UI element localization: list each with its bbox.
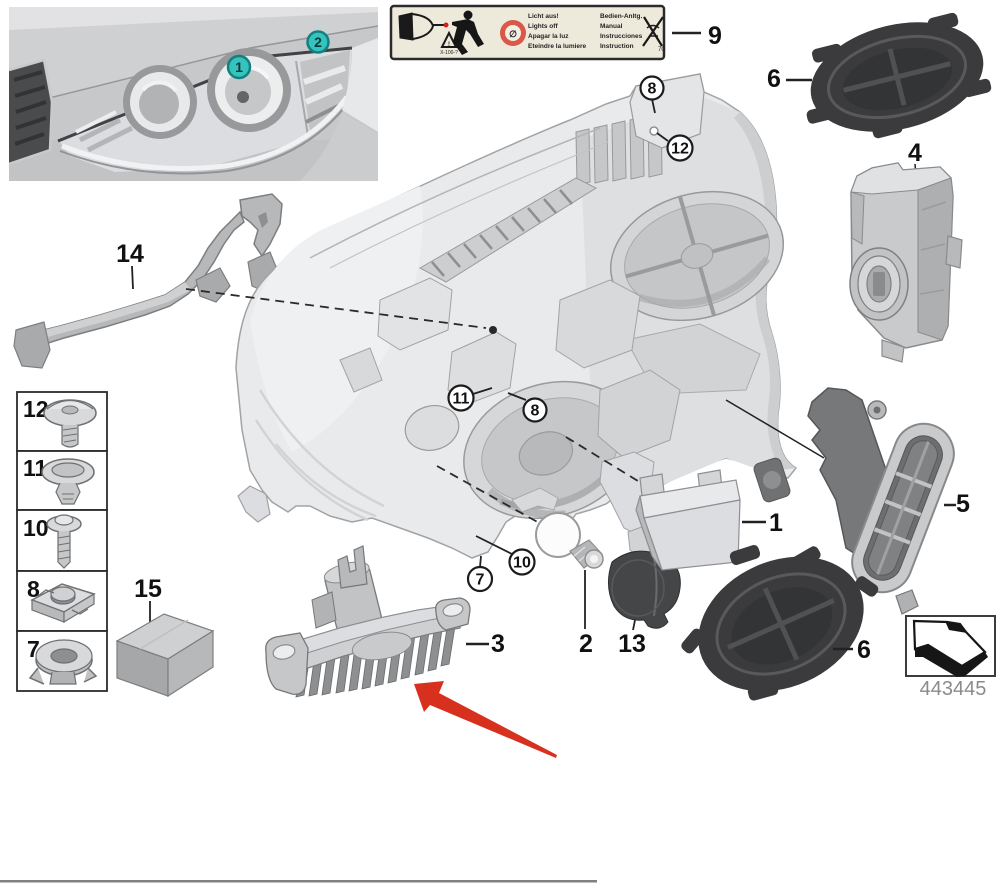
svg-text:4: 4 [908, 139, 922, 167]
svg-text:15: 15 [134, 575, 162, 603]
svg-text:Bedien-Anltg.: Bedien-Anltg. [600, 13, 642, 20]
svg-text:Licht aus!: Licht aus! [528, 13, 559, 20]
svg-text:10: 10 [513, 555, 531, 572]
svg-text:2: 2 [314, 34, 322, 50]
svg-text:X-100-?: X-100-? [440, 50, 458, 56]
svg-text:Instrucciones: Instrucciones [600, 33, 643, 40]
svg-text:Lights off: Lights off [528, 23, 558, 30]
svg-text:6: 6 [857, 636, 871, 664]
svg-text:443445: 443445 [920, 678, 987, 700]
svg-text:10: 10 [23, 515, 49, 541]
svg-text:1: 1 [235, 59, 243, 75]
svg-text:8: 8 [648, 81, 657, 98]
svg-text:8: 8 [27, 576, 40, 602]
svg-text:3: 3 [491, 630, 505, 658]
svg-text:8: 8 [531, 403, 540, 420]
svg-text:13: 13 [618, 630, 646, 658]
svg-text:12: 12 [671, 141, 689, 158]
svg-text:9: 9 [708, 22, 722, 50]
svg-text:!: ! [448, 42, 450, 48]
svg-text:Instruction: Instruction [600, 43, 634, 50]
svg-text:Eteindre la lumiere: Eteindre la lumiere [528, 43, 587, 50]
svg-text:11: 11 [453, 391, 470, 408]
svg-text:2: 2 [579, 630, 593, 658]
svg-text:Apagar la luz: Apagar la luz [528, 33, 569, 40]
svg-text:1: 1 [769, 509, 783, 537]
svg-text:7: 7 [476, 572, 485, 589]
svg-text:Manual: Manual [600, 23, 623, 30]
svg-text:14: 14 [116, 240, 144, 268]
svg-text:5: 5 [956, 490, 970, 518]
svg-text:70: 70 [658, 47, 665, 53]
svg-text:6: 6 [767, 65, 781, 93]
svg-text:∅: ∅ [509, 29, 517, 39]
